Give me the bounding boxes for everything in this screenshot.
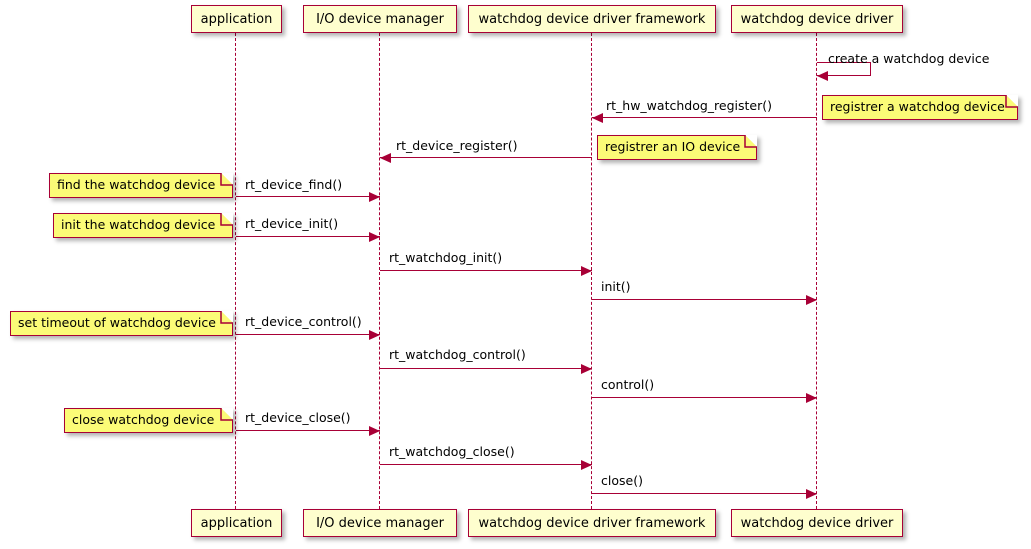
- lifeline-application: [235, 33, 236, 509]
- message-line-m3: [380, 157, 592, 158]
- participant-application-top[interactable]: application: [191, 5, 282, 33]
- participant-label: watchdog device driver: [740, 515, 894, 531]
- message-label-m13: close(): [601, 473, 643, 488]
- arrowhead-m5: [369, 232, 380, 242]
- participant-framework-top[interactable]: watchdog device driver framework: [468, 5, 716, 33]
- note-n6: close watchdog device: [64, 408, 233, 433]
- self-message-m1: [817, 62, 871, 76]
- message-line-m9: [380, 368, 592, 369]
- message-label-m3: rt_device_register(): [396, 138, 518, 153]
- message-label-m4: rt_device_find(): [245, 177, 343, 192]
- arrowhead-m8: [369, 330, 380, 340]
- participant-application-bottom[interactable]: application: [191, 509, 282, 537]
- note-text: find the watchdog device: [57, 177, 216, 193]
- arrowhead-m9: [581, 364, 592, 374]
- participant-iodm-top[interactable]: I/O device manager: [303, 5, 457, 33]
- note-fold-corner-icon: [219, 173, 233, 187]
- message-line-m10: [592, 397, 817, 398]
- arrowhead-m10: [806, 393, 817, 403]
- message-label-m1: create a watchdog device: [828, 51, 990, 66]
- message-line-m2: [592, 117, 817, 118]
- participant-label: application: [200, 515, 273, 531]
- participant-label: watchdog device driver framework: [478, 11, 706, 27]
- note-fold-corner-icon: [1004, 95, 1018, 109]
- participant-label: I/O device manager: [316, 515, 444, 531]
- note-n2: registrer an IO device: [597, 135, 757, 160]
- arrowhead-m7: [806, 295, 817, 305]
- arrowhead-m11: [369, 426, 380, 436]
- participant-label: I/O device manager: [316, 11, 444, 27]
- message-label-m7: init(): [601, 279, 631, 294]
- message-label-m5: rt_device_init(): [245, 216, 339, 231]
- message-line-m4: [236, 196, 380, 197]
- lifeline-iodm: [379, 33, 380, 509]
- note-text: registrer an IO device: [605, 139, 741, 155]
- message-label-m6: rt_watchdog_init(): [389, 250, 503, 265]
- message-line-m7: [592, 299, 817, 300]
- participant-label: watchdog device driver framework: [478, 515, 706, 531]
- message-label-m10: control(): [601, 377, 655, 392]
- lifeline-driver: [816, 33, 817, 509]
- participant-driver-bottom[interactable]: watchdog device driver: [731, 509, 903, 537]
- participant-framework-bottom[interactable]: watchdog device driver framework: [468, 509, 716, 537]
- arrowhead-m1: [817, 71, 828, 81]
- arrowhead-m4: [369, 192, 380, 202]
- arrowhead-m2: [592, 113, 603, 123]
- note-n1: registrer a watchdog device: [822, 95, 1018, 120]
- message-label-m8: rt_device_control(): [245, 314, 362, 329]
- note-text: init the watchdog device: [61, 217, 216, 233]
- arrowhead-m13: [806, 489, 817, 499]
- note-fold-corner-icon: [219, 311, 233, 325]
- arrowhead-m3: [380, 153, 391, 163]
- message-line-m11: [236, 430, 380, 431]
- message-line-m13: [592, 493, 817, 494]
- participant-label: application: [200, 11, 273, 27]
- note-n4: init the watchdog device: [53, 213, 233, 238]
- message-label-m11: rt_device_close(): [245, 410, 351, 425]
- arrowhead-m6: [581, 266, 592, 276]
- note-fold-corner-icon: [219, 408, 233, 422]
- message-line-m5: [236, 236, 380, 237]
- message-line-m8: [236, 334, 380, 335]
- note-text: close watchdog device: [72, 412, 215, 428]
- note-n5: set timeout of watchdog device: [10, 311, 233, 336]
- message-label-m2: rt_hw_watchdog_register(): [606, 98, 772, 113]
- note-fold-corner-icon: [743, 135, 757, 149]
- message-label-m9: rt_watchdog_control(): [389, 347, 526, 362]
- note-fold-corner-icon: [219, 213, 233, 227]
- message-label-m12: rt_watchdog_close(): [389, 444, 515, 459]
- participant-iodm-bottom[interactable]: I/O device manager: [303, 509, 457, 537]
- note-n3: find the watchdog device: [49, 173, 233, 198]
- arrowhead-m12: [581, 460, 592, 470]
- participant-label: watchdog device driver: [740, 11, 894, 27]
- note-text: set timeout of watchdog device: [18, 315, 216, 331]
- note-text: registrer a watchdog device: [830, 99, 1005, 115]
- message-line-m12: [380, 464, 592, 465]
- message-line-m6: [380, 270, 592, 271]
- participant-driver-top[interactable]: watchdog device driver: [731, 5, 903, 33]
